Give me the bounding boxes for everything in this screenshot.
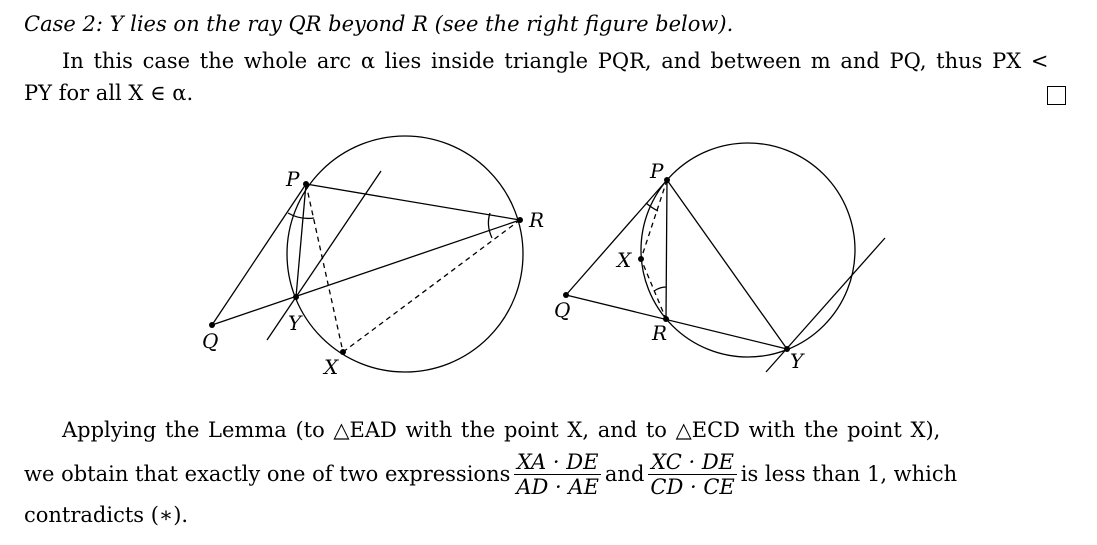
fraction-2-denominator: CD · CE xyxy=(650,474,735,499)
fraction-2: XC · DE CD · CE xyxy=(648,450,737,499)
label-Y: Y xyxy=(790,349,805,373)
paragraph-1-line-1: In this case the whole arc α lies inside… xyxy=(62,49,1049,73)
dashed-PXR xyxy=(640,179,668,320)
paragraph-1-line-2: PY for all X ∈ α. xyxy=(24,81,194,105)
case-heading: Case 2: Y lies on the ray QR beyond R (s… xyxy=(24,12,734,36)
paragraph-2-text-c: is less than 1, which xyxy=(740,462,958,486)
label-Q: Q xyxy=(554,298,570,322)
segment-PY xyxy=(295,183,307,298)
label-P: P xyxy=(649,159,664,183)
line-m xyxy=(765,237,886,373)
angle-arc-P xyxy=(287,212,315,220)
fraction-2-numerator: XC · DE xyxy=(648,450,737,475)
segment-QP xyxy=(565,179,668,296)
segment-PY xyxy=(666,179,788,350)
angle-arc-R xyxy=(653,286,667,292)
paragraph-2-line-1: Applying the Lemma (to △EAD with the poi… xyxy=(62,418,941,442)
segment-QR xyxy=(211,219,521,326)
fraction-1: XA · DE AD · AE xyxy=(514,450,601,499)
qed-symbol xyxy=(1047,86,1066,105)
label-P: P xyxy=(285,167,300,191)
dashed-XR xyxy=(342,219,521,353)
label-R: R xyxy=(528,208,544,232)
label-X: X xyxy=(615,248,632,272)
paragraph-2-line-3: contradicts (∗). xyxy=(24,503,189,527)
segment-QP xyxy=(211,183,307,326)
paragraph-2-text-a: we obtain that exactly one of two expres… xyxy=(24,462,511,486)
segment-PR xyxy=(305,183,521,221)
circle-right xyxy=(640,142,856,358)
label-R: R xyxy=(651,321,667,345)
paragraph-2-text-b: and xyxy=(604,462,645,486)
segment-PR xyxy=(665,179,668,320)
line-m xyxy=(266,170,382,341)
left-figure: P R Q Y X xyxy=(202,135,544,379)
segment-QY xyxy=(565,294,788,350)
fraction-1-denominator: AD · AE xyxy=(516,474,599,499)
circle-left xyxy=(286,135,524,373)
dashed-PX xyxy=(305,183,344,353)
fraction-1-numerator: XA · DE xyxy=(514,450,601,475)
angle-arc-P xyxy=(645,202,659,212)
label-Y: Y xyxy=(288,311,303,335)
angle-arc-R xyxy=(487,212,493,239)
label-Q: Q xyxy=(202,329,218,353)
right-figure: P R Q Y X xyxy=(554,142,886,373)
label-X: X xyxy=(322,355,339,379)
